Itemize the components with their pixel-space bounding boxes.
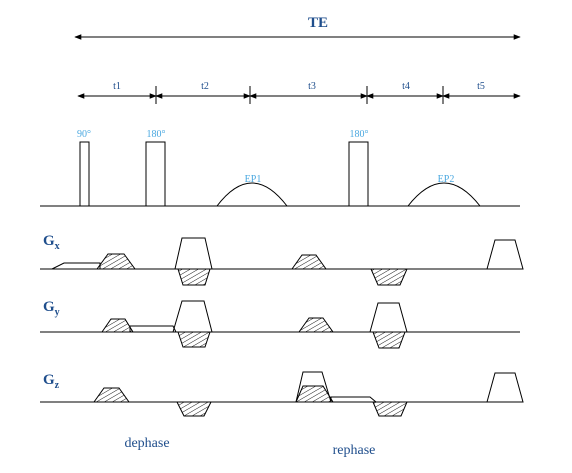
label-gy: Gy bbox=[43, 299, 60, 318]
interval-labels: t1 t2 t3 t4 t5 bbox=[113, 81, 485, 92]
interval-label-t1: t1 bbox=[113, 81, 121, 92]
gy-neg-lobe-1 bbox=[177, 331, 211, 348]
interval-label-t5: t5 bbox=[477, 81, 485, 92]
echo-ep2 bbox=[407, 182, 481, 207]
echo-label-ep1: EP1 bbox=[245, 174, 262, 185]
gz-neg-lobe-2 bbox=[372, 401, 408, 417]
label-gx: Gx bbox=[43, 233, 60, 252]
gz-plateau bbox=[330, 396, 378, 403]
echo-ep1 bbox=[216, 182, 288, 207]
gx-dephase-lobe bbox=[96, 253, 136, 270]
gz-inner-lobe bbox=[295, 385, 334, 403]
pulse-label-180-b: 180° bbox=[350, 129, 369, 140]
interval-label-t2: t2 bbox=[201, 81, 209, 92]
rf-pulse-180-a bbox=[145, 141, 166, 207]
gz-neg-lobe-1 bbox=[176, 401, 212, 417]
gy-neg-lobe-2 bbox=[372, 331, 406, 349]
gx-readout-lobe-2 bbox=[486, 239, 524, 270]
label-gz-base: G bbox=[43, 372, 55, 388]
gx-neg-lobe-2 bbox=[370, 268, 408, 286]
label-gy-base: G bbox=[43, 299, 55, 315]
gx-crusher-lobe bbox=[291, 254, 327, 270]
interval-label-t4: t4 bbox=[402, 81, 410, 92]
gradient-gz-row bbox=[40, 371, 524, 417]
gradient-gx-row bbox=[40, 237, 524, 286]
interval-arrows bbox=[77, 86, 521, 104]
rf-pulse-180-b bbox=[348, 141, 369, 207]
label-gx-sub: x bbox=[55, 241, 60, 252]
gx-slope-lobe bbox=[51, 262, 101, 270]
gy-crusher-lobe bbox=[298, 317, 334, 333]
gradient-gy-row bbox=[40, 300, 520, 349]
interval-label-t3: t3 bbox=[308, 81, 316, 92]
rf-pulse-90 bbox=[79, 141, 90, 207]
pulse-label-90: 90° bbox=[77, 129, 91, 140]
gy-lobe-1 bbox=[172, 300, 213, 333]
label-gz-sub: z bbox=[55, 380, 60, 391]
te-label: TE bbox=[308, 15, 328, 31]
label-gy-sub: y bbox=[55, 307, 60, 318]
gz-readout-lobe bbox=[486, 372, 524, 403]
te-span: TE bbox=[74, 15, 521, 40]
gx-neg-lobe-1 bbox=[177, 268, 211, 286]
captions: dephase rephase bbox=[124, 436, 375, 458]
label-gz: Gz bbox=[43, 372, 60, 391]
pulse-label-180-a: 180° bbox=[147, 129, 166, 140]
caption-dephase: dephase bbox=[124, 436, 169, 451]
label-gx-base: G bbox=[43, 233, 55, 249]
gy-lobe-2 bbox=[369, 302, 408, 333]
rf-labels: 90° 180° 180° EP1 EP2 bbox=[77, 129, 454, 185]
gz-dephase-lobe bbox=[93, 387, 130, 403]
caption-rephase: rephase bbox=[333, 443, 376, 458]
rf-line bbox=[40, 141, 520, 207]
gx-readout-lobe-1 bbox=[174, 237, 213, 270]
gy-plateau bbox=[129, 325, 177, 333]
echo-label-ep2: EP2 bbox=[438, 174, 455, 185]
gradient-labels: Gx Gy Gz bbox=[43, 233, 60, 391]
gy-dephase-lobe bbox=[101, 318, 134, 333]
